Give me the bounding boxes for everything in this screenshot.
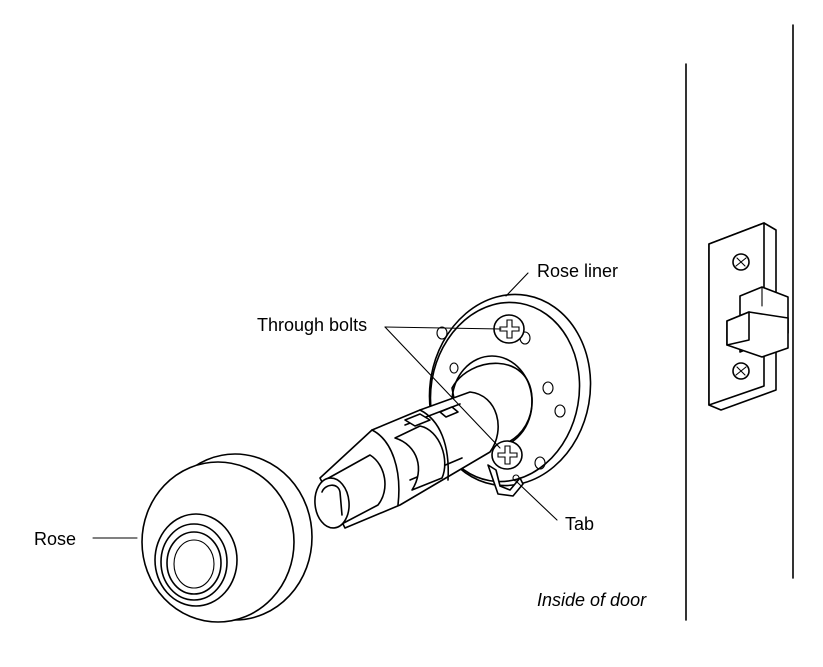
through-bolt-lower-icon [491,440,523,470]
label-through-bolts: Through bolts [257,315,367,335]
plate-screw-bottom-icon [732,362,750,380]
label-inside-of-door: Inside of door [537,590,647,610]
latch-bolt [726,286,789,358]
label-tab: Tab [565,514,594,534]
plate-screw-top-icon [732,253,750,271]
label-rose-liner: Rose liner [537,261,618,281]
rose [141,453,313,623]
door-edge [685,24,794,621]
spindle-assembly [314,293,592,529]
latch-plate [708,222,789,411]
label-rose: Rose [34,529,76,549]
leader-lines [92,272,558,539]
